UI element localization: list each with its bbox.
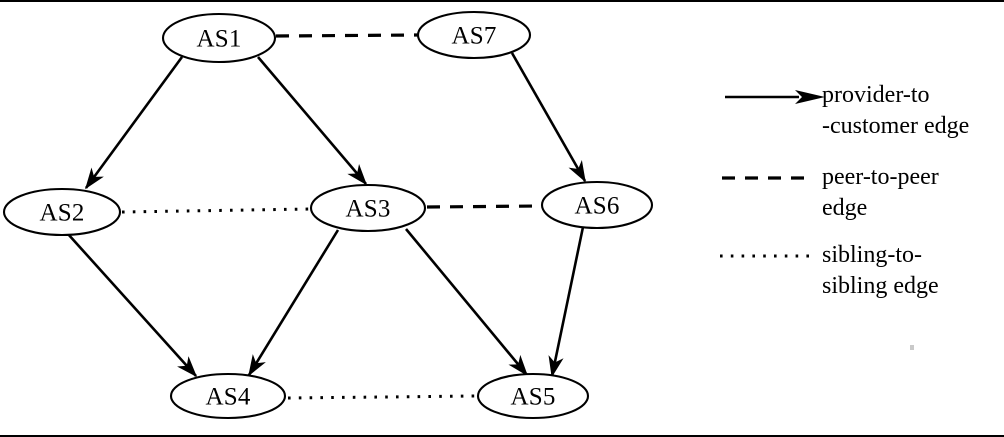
legend-label-line: provider-to [822,82,930,108]
node-label-as2: AS2 [39,200,84,227]
edge-layer [67,33,587,400]
edge-as3-as5 [404,228,529,377]
node-ellipse-as2 [2,187,122,237]
node-as2[interactable]: AS2 [2,187,122,237]
dotted-line-marker [720,246,826,266]
page-top-rule [0,0,1004,2]
solid-arrow-marker [725,87,831,107]
edge-as6-as5 [548,226,585,378]
legend-label-line: -customer edge [822,112,970,139]
solid-arrow-head [795,90,825,104]
node-label-as5: AS5 [510,384,555,411]
legend-label-line: sibling-to- [822,242,922,268]
node-as7[interactable]: AS7 [416,10,532,60]
legend-label-provider-to-customer: provider-to -customer edge [822,80,969,141]
node-label-as3: AS3 [345,196,390,223]
page-bottom-rule [0,435,1004,437]
node-as4[interactable]: AS4 [169,372,287,420]
node-as5[interactable]: AS5 [476,372,590,420]
node-ellipse-as6 [540,180,654,230]
node-label-as4: AS4 [205,384,250,411]
node-ellipse-as5 [476,372,590,420]
edge-as3-as4 [247,229,340,377]
edge-as2-as3 [121,207,311,214]
node-as3[interactable]: AS3 [309,183,427,233]
node-label-as1: AS1 [196,26,241,53]
node-ellipse-as7 [416,10,532,60]
edge-as2-as4 [67,233,198,378]
edge-as7-as6 [510,52,587,183]
legend-label-line: edge [822,194,868,221]
node-label-as7: AS7 [451,23,496,50]
edge-as1-as7 [275,33,419,38]
edge-as4-as5 [287,394,478,400]
node-label-as6: AS6 [574,193,619,220]
node-ellipse-as4 [169,372,287,420]
legend-label-line: peer-to-peer [822,164,939,190]
node-ellipse-as1 [161,12,277,64]
node-as6[interactable]: AS6 [540,180,654,230]
edge-as3-as6 [426,204,542,209]
node-as1[interactable]: AS1 [161,12,277,64]
legend-label-line: sibling edge [822,272,939,299]
edge-as1-as2 [84,56,184,190]
scan-speck [910,345,914,350]
dashed-line-marker [722,168,826,188]
legend-label-sibling-to-sibling: sibling-to-sibling edge [822,240,939,301]
edge-as1-as3 [257,56,368,186]
node-ellipse-as3 [309,183,427,233]
legend-label-peer-to-peer: peer-to-peer edge [822,162,939,223]
